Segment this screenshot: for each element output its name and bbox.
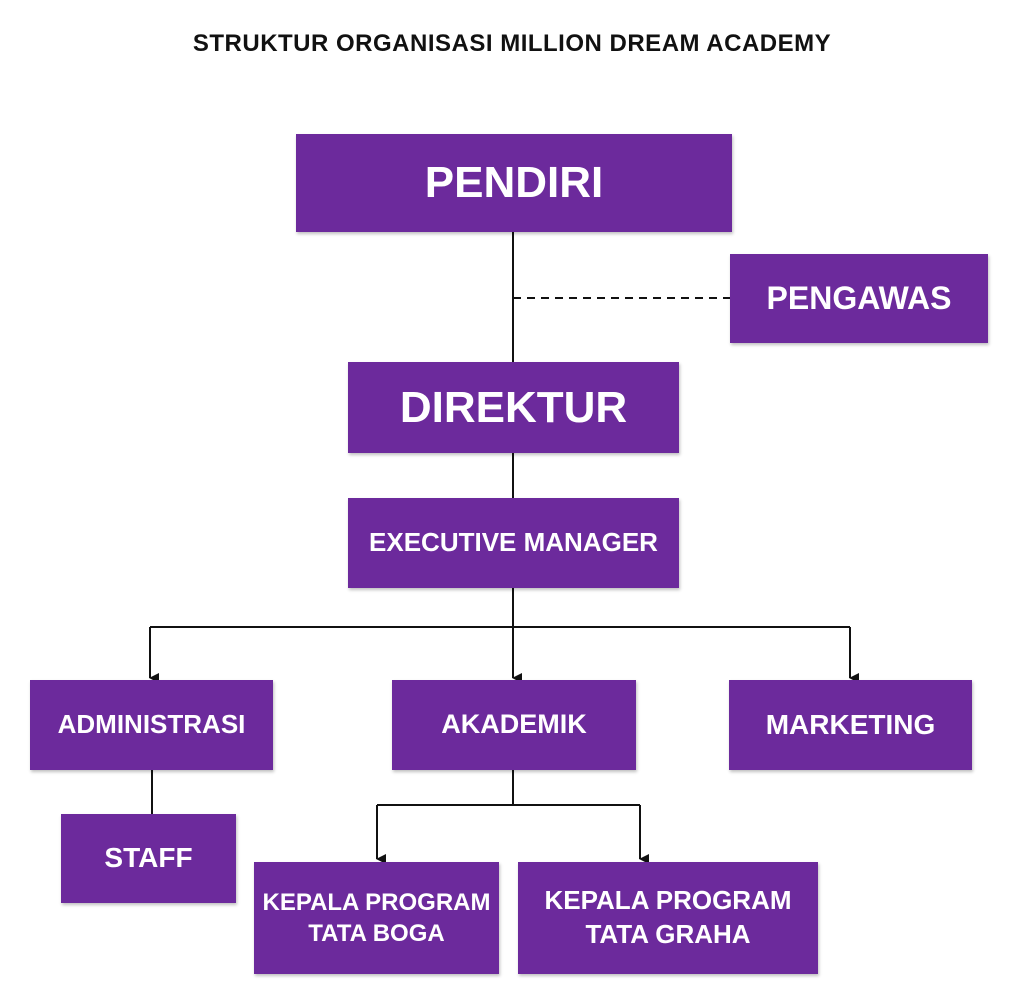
node-kepala-tata-graha: KEPALA PROGRAM TATA GRAHA: [518, 862, 818, 974]
chart-title: STRUKTUR ORGANISASI MILLION DREAM ACADEM…: [192, 30, 832, 57]
node-staff-label: STAFF: [104, 842, 193, 874]
node-staff: STAFF: [61, 814, 236, 903]
node-kepala-tata-graha-line1: KEPALA PROGRAM: [544, 885, 792, 916]
node-pengawas: PENGAWAS: [730, 254, 988, 343]
node-akademik-label: AKADEMIK: [441, 709, 587, 740]
node-administrasi-label: ADMINISTRASI: [57, 709, 246, 740]
node-executive-manager: EXECUTIVE MANAGER: [348, 498, 679, 588]
node-pengawas-label: PENGAWAS: [766, 279, 952, 316]
node-pendiri-label: PENDIRI: [424, 158, 604, 208]
node-executive-manager-label: EXECUTIVE MANAGER: [369, 527, 658, 558]
node-direktur-label: DIREKTUR: [399, 382, 628, 432]
node-kepala-tata-boga-line1: KEPALA PROGRAM: [262, 888, 491, 916]
node-akademik: AKADEMIK: [392, 680, 636, 770]
node-kepala-tata-boga: KEPALA PROGRAM TATA BOGA: [254, 862, 499, 974]
node-kepala-tata-graha-line2: TATA GRAHA: [585, 919, 751, 949]
node-marketing-label: MARKETING: [765, 708, 936, 740]
node-marketing: MARKETING: [729, 680, 972, 770]
node-administrasi: ADMINISTRASI: [30, 680, 273, 770]
node-direktur: DIREKTUR: [348, 362, 679, 453]
node-kepala-tata-boga-line2: TATA BOGA: [308, 920, 445, 947]
node-pendiri: PENDIRI: [296, 134, 732, 232]
